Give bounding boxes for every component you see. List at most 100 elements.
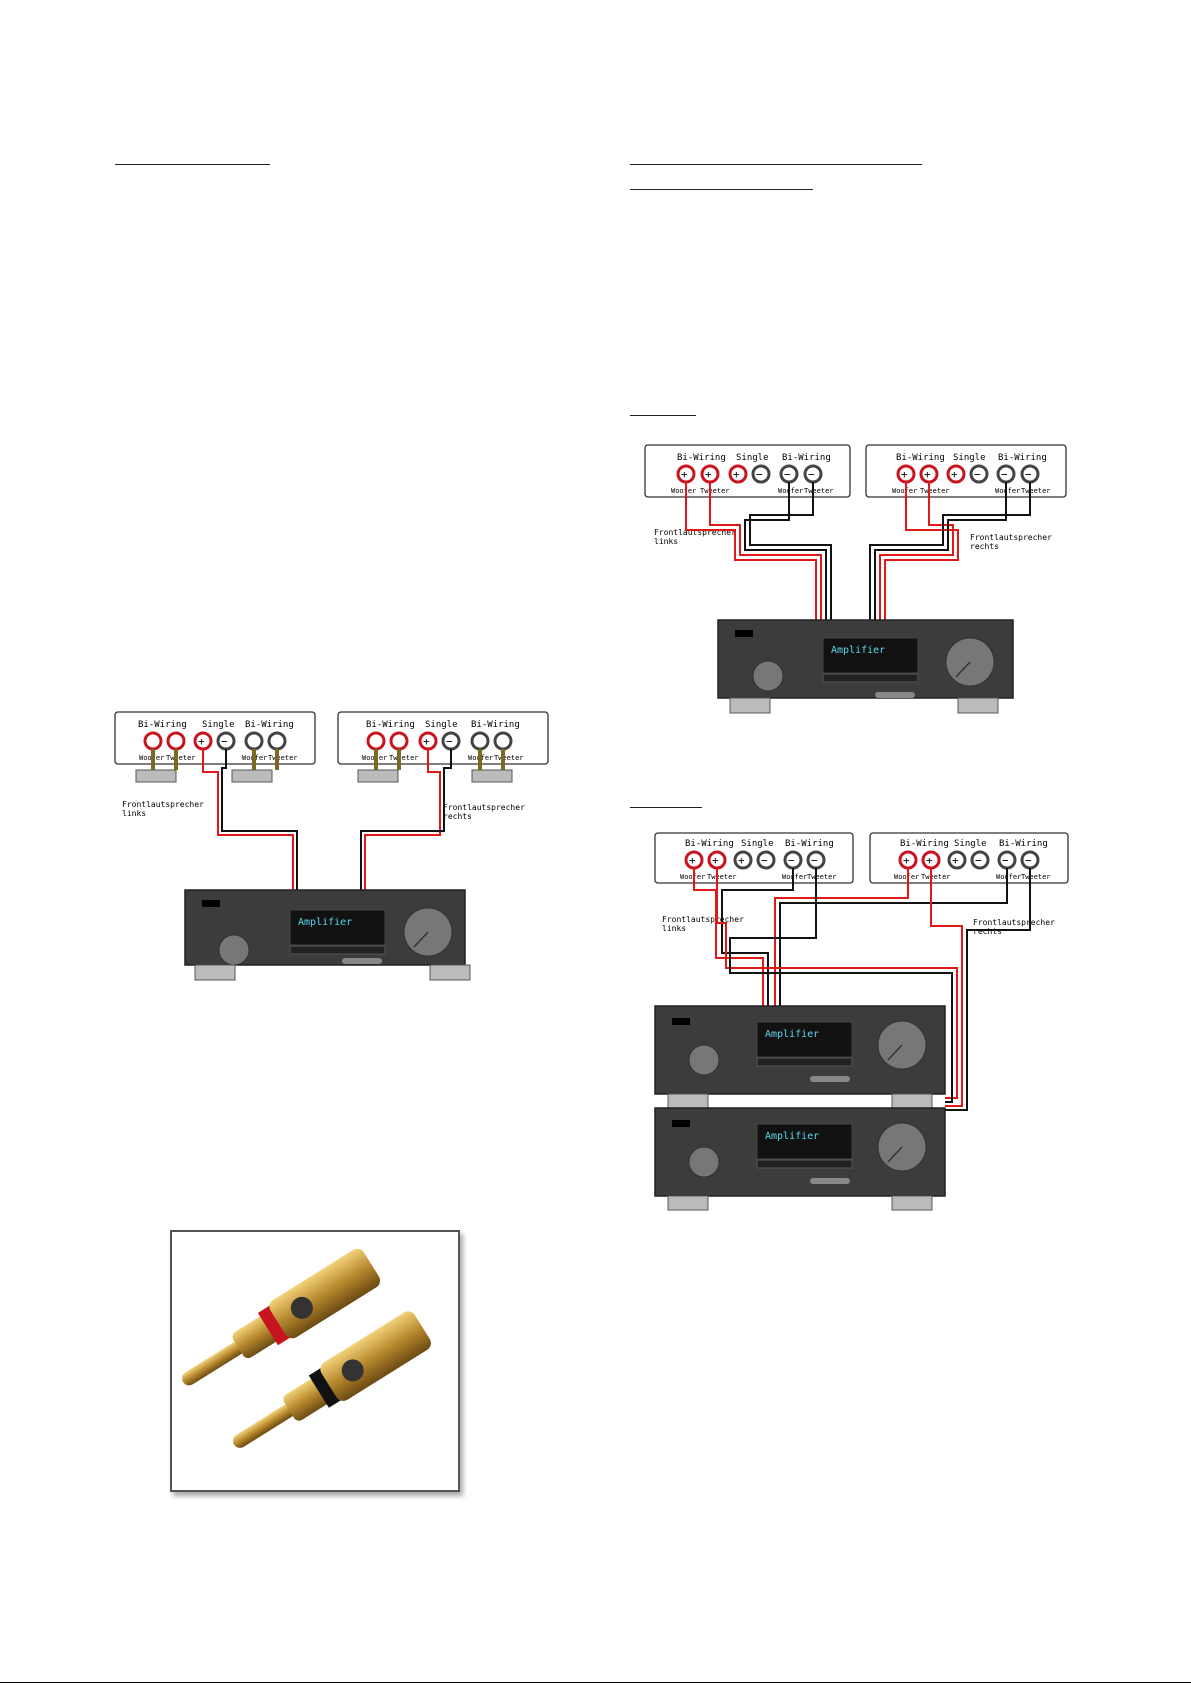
svg-text:−: − (756, 468, 763, 481)
banana-plugs-photo (170, 1230, 460, 1492)
svg-text:−: − (788, 854, 795, 867)
single-label: Single (202, 720, 235, 730)
amplifier-lower: Amplifier (654, 1107, 946, 1211)
svg-text:Woofer: Woofer (996, 873, 1021, 881)
terminal-plus-icon (143, 731, 163, 751)
amplifier: Amplifier (717, 619, 1014, 714)
bridge-jumpers-left (135, 749, 279, 783)
svg-text:+: + (423, 735, 430, 748)
front-left-label: Frontlautsprecher links (122, 800, 209, 818)
svg-text:+: + (738, 854, 745, 867)
svg-text:+: + (198, 735, 205, 748)
left-heading-underline (115, 164, 270, 165)
svg-text:−: − (446, 735, 453, 748)
svg-text:−: − (974, 468, 981, 481)
amplifier: Amplifier (184, 889, 471, 981)
svg-text:Woofer: Woofer (782, 873, 807, 881)
terminal-minus-icon (244, 731, 264, 751)
svg-text:Bi-Wiring: Bi-Wiring (896, 453, 945, 463)
svg-text:Bi-Wiring: Bi-Wiring (677, 453, 726, 463)
bi-wiring-label: Bi-Wiring (245, 720, 294, 730)
speaker-cables (685, 482, 1031, 620)
svg-text:Tweeter: Tweeter (807, 873, 837, 881)
tweeter-label: Tweeter (268, 754, 298, 762)
svg-text:+: + (901, 468, 908, 481)
svg-text:+: + (924, 468, 931, 481)
svg-text:Bi-Wiring: Bi-Wiring (366, 720, 415, 730)
speaker-panel-left: Bi-Wiring Single Bi-Wiring + + + − − − W… (644, 444, 851, 498)
terminal-minus-icon (267, 731, 287, 751)
svg-text:Amplifier: Amplifier (765, 1029, 819, 1040)
svg-text:Amplifier: Amplifier (831, 645, 885, 656)
svg-text:Tweeter: Tweeter (920, 487, 950, 495)
svg-text:Bi-Wiring: Bi-Wiring (785, 839, 834, 849)
svg-text:Tweeter: Tweeter (494, 754, 524, 762)
page-bottom-rule (0, 1682, 1191, 1683)
svg-text:Woofer: Woofer (671, 487, 696, 495)
svg-text:Tweeter: Tweeter (707, 873, 737, 881)
terminal-plus-icon (166, 731, 186, 751)
svg-text:Tweeter: Tweeter (1021, 873, 1051, 881)
svg-text:Woofer: Woofer (680, 873, 705, 881)
svg-text:Bi-Wiring: Bi-Wiring (999, 839, 1048, 849)
svg-text:Single: Single (425, 720, 458, 730)
svg-text:Bi-Wiring: Bi-Wiring (998, 453, 1047, 463)
svg-text:Woofer: Woofer (892, 487, 917, 495)
speaker-cables (202, 749, 452, 890)
bi-wiring-dual-amp-diagram: Bi-Wiring Single Bi-Wiring + + + − − − W… (654, 832, 1069, 1211)
svg-text:Tweeter: Tweeter (700, 487, 730, 495)
speaker-panel-left: Bi-Wiring Single Bi-Wiring + − Woofer Tw… (114, 711, 316, 765)
right-heading-underline-1 (630, 164, 922, 165)
banana-plugs-icon (182, 1248, 431, 1448)
svg-text:+: + (951, 468, 958, 481)
svg-text:−: − (975, 854, 982, 867)
svg-text:−: − (1025, 468, 1032, 481)
speaker-panel-right: Bi-Wiring Single Bi-Wiring + + + − − − W… (865, 444, 1067, 498)
front-right-label: Frontlautsprecher rechts (443, 803, 530, 821)
svg-text:−: − (761, 854, 768, 867)
svg-text:+: + (952, 854, 959, 867)
right-heading-underline-2 (630, 189, 813, 190)
svg-text:Single: Single (736, 453, 769, 463)
svg-text:Bi-Wiring: Bi-Wiring (685, 839, 734, 849)
svg-text:Bi-Wiring: Bi-Wiring (900, 839, 949, 849)
amplifier-upper: Amplifier (654, 1005, 946, 1109)
speaker-panel-left: Bi-Wiring Single Bi-Wiring + + + − − − W… (654, 832, 854, 884)
svg-text:Woofer: Woofer (778, 487, 803, 495)
svg-text:−: − (784, 468, 791, 481)
right-subheading-underline-1 (630, 415, 696, 416)
speaker-cables (693, 868, 1031, 1111)
svg-text:Single: Single (954, 839, 987, 849)
svg-text:+: + (681, 468, 688, 481)
svg-text:Single: Single (741, 839, 774, 849)
svg-text:Bi-Wiring: Bi-Wiring (782, 453, 831, 463)
svg-text:−: − (1001, 468, 1008, 481)
svg-text:Tweeter: Tweeter (921, 873, 951, 881)
right-subheading-underline-2 (630, 807, 702, 808)
bi-wiring-label: Bi-Wiring (138, 720, 187, 730)
speaker-panel-right: Bi-Wiring Single Bi-Wiring + − Woofer Tw… (337, 711, 549, 765)
svg-text:+: + (712, 854, 719, 867)
speaker-panel-right: Bi-Wiring Single Bi-Wiring + + + − − − W… (869, 832, 1069, 884)
svg-text:+: + (926, 854, 933, 867)
svg-text:+: + (733, 468, 740, 481)
svg-text:+: + (689, 854, 696, 867)
svg-text:Tweeter: Tweeter (804, 487, 834, 495)
svg-text:Bi-Wiring: Bi-Wiring (471, 720, 520, 730)
svg-text:Amplifier: Amplifier (765, 1131, 819, 1142)
svg-text:−: − (1002, 854, 1009, 867)
svg-text:+: + (705, 468, 712, 481)
svg-text:Tweeter: Tweeter (389, 754, 419, 762)
svg-text:−: − (811, 854, 818, 867)
bi-wiring-single-amp-diagram: Bi-Wiring Single Bi-Wiring + + + − − − W… (644, 444, 1067, 714)
svg-text:Woofer: Woofer (995, 487, 1020, 495)
svg-text:−: − (221, 735, 228, 748)
svg-text:Tweeter: Tweeter (1021, 487, 1051, 495)
svg-text:−: − (1025, 854, 1032, 867)
single-wiring-diagram: Bi-Wiring Single Bi-Wiring + − Woofer Tw… (114, 711, 549, 981)
svg-text:−: − (808, 468, 815, 481)
svg-text:Single: Single (953, 453, 986, 463)
